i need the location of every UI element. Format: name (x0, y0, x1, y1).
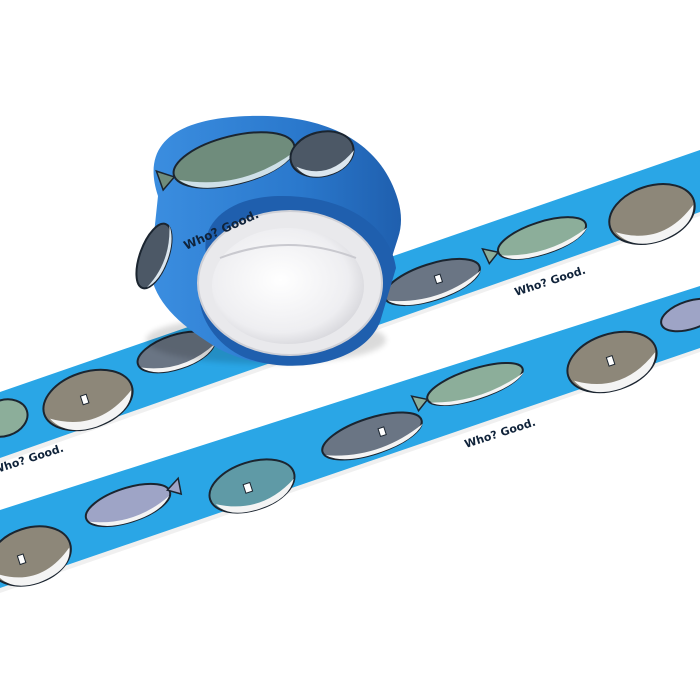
fish-upper-2 (42, 368, 134, 432)
fish-roll-3 (135, 222, 173, 290)
fish-upper-4 (383, 257, 481, 307)
fish-upper-5 (481, 216, 588, 265)
fish-lower-6 (566, 330, 658, 394)
tape-roll: Who? Good. (135, 115, 401, 366)
fish-upper-1 (0, 398, 29, 438)
fish-lower-4 (321, 411, 423, 461)
tape-strip-lower: Who? Good. (0, 286, 700, 593)
tape-roll-core-rim (219, 244, 357, 259)
fish-lower-5 (410, 361, 524, 413)
fish-lower-1 (0, 525, 72, 587)
fish-upper-6 (608, 183, 696, 245)
fish-roll-1 (155, 131, 296, 192)
tape-roll-core-inner (212, 228, 364, 344)
fish-lower-2 (84, 476, 183, 528)
fish-lower-3 (208, 458, 296, 514)
fish-roll-2 (289, 130, 355, 178)
fish-lower-7 (660, 297, 700, 333)
tape-strip-lower-shadow (0, 348, 700, 593)
